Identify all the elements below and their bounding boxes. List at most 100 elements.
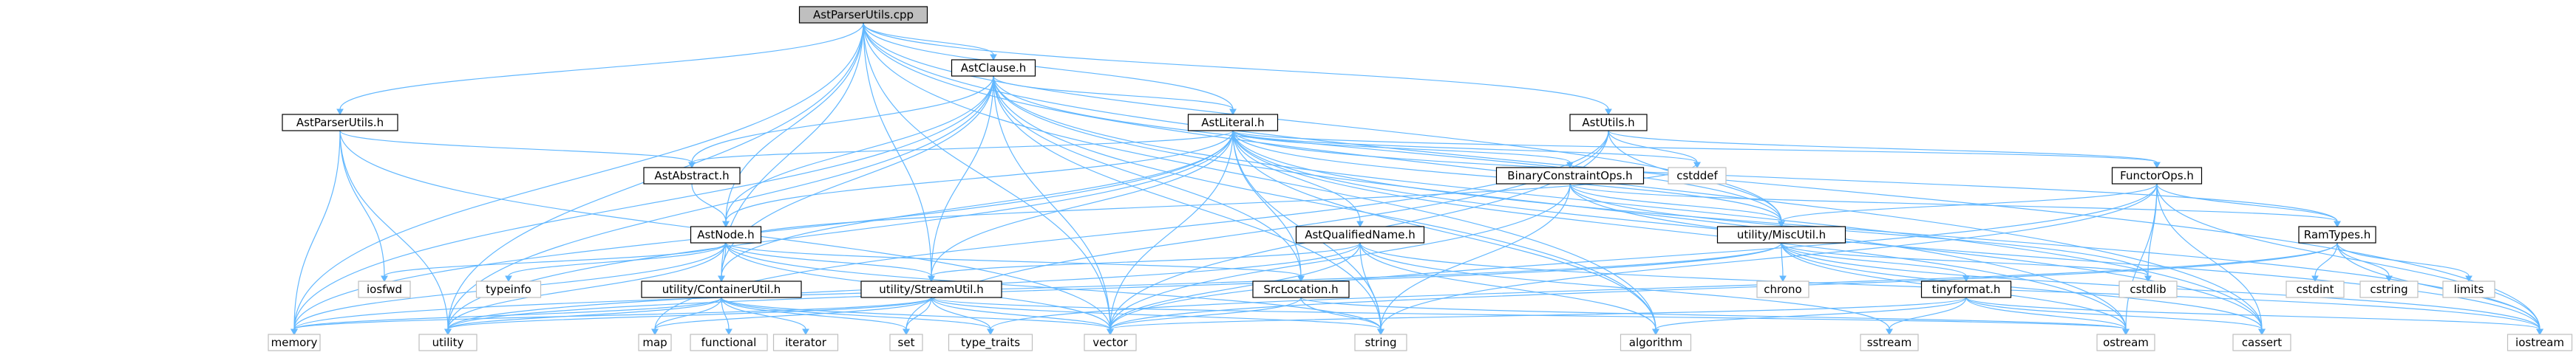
edge-functorops-h-to-utility-miscutil-h [1778, 183, 2158, 228]
edge-utility-miscutil-h-to-chrono [1779, 242, 1787, 283]
edge-astliteral-h-to-astabstract-h [688, 130, 1234, 169]
node-label: AstAbstract.h [654, 169, 729, 182]
node-label: RamTypes.h [2304, 228, 2371, 241]
edge-astparserutils-cpp-to-astclause-h [863, 22, 997, 61]
node-label: AstClause.h [961, 61, 1027, 75]
node-astabstract-h[interactable]: AstAbstract.h [643, 167, 741, 185]
node-label: utility/MiscUtil.h [1737, 228, 1826, 241]
edge-srclocation-h-to-string [1300, 297, 1384, 336]
node-label: tinyformat.h [1932, 283, 2001, 296]
node-box [2118, 280, 2178, 298]
edge-astparserutils-cpp-to-astnode-h [722, 22, 864, 228]
node-box [1716, 226, 1846, 244]
node-box [1084, 334, 1137, 351]
edge-tinyformat-h-to-algorithm [1652, 297, 1967, 336]
node-box [772, 334, 839, 351]
node-box [1295, 226, 1425, 244]
node-tinyformat-h[interactable]: tinyformat.h [1920, 280, 2012, 298]
node-iterator: iterator [772, 334, 839, 351]
node-label: cstdint [2296, 283, 2334, 296]
node-box [1252, 280, 1350, 298]
node-box [2442, 280, 2495, 298]
node-typeinfo: typeinfo [475, 280, 542, 298]
edge-astnode-h-to-utility-containerutil-h [718, 242, 727, 283]
node-astparserutils-h[interactable]: AstParserUtils.h [282, 114, 398, 131]
node-memory: memory [268, 334, 321, 351]
node-box [643, 167, 741, 185]
node-label: utility/StreamUtil.h [879, 283, 983, 296]
node-astnode-h[interactable]: AstNode.h [690, 226, 762, 244]
node-box [1668, 167, 1727, 185]
node-label: vector [1092, 336, 1128, 349]
edge-tinyformat-h-to-iostream [1965, 297, 2543, 336]
node-box [641, 280, 802, 298]
edge-utility-streamutil-h-to-utility [444, 297, 932, 336]
node-label: type_traits [961, 336, 1020, 350]
edge-astliteral-h-to-srclocation-h [1232, 130, 1305, 283]
node-label: SrcLocation.h [1263, 283, 1338, 296]
node-label: string [1365, 336, 1396, 349]
node-label: AstUtils.h [1582, 116, 1634, 129]
node-cstdint: cstdint [2286, 280, 2345, 298]
node-functional: functional [690, 334, 768, 351]
edge-astclause-h-to-astabstract-h [688, 75, 994, 169]
edge-astnode-h-to-srclocation-h [725, 242, 1305, 283]
node-label: sstream [1867, 336, 1911, 349]
node-label: AstParserUtils.h [296, 116, 384, 129]
node-box [2232, 334, 2291, 351]
node-box [951, 59, 1036, 77]
node-utility-containerutil-h[interactable]: utility/ContainerUtil.h [641, 280, 802, 298]
node-label: utility [432, 336, 464, 349]
node-map: map [638, 334, 672, 351]
node-astqualifiedname-h[interactable]: AstQualifiedName.h [1295, 226, 1425, 244]
node-label: BinaryConstraintOps.h [1507, 169, 1632, 182]
node-box [638, 334, 672, 351]
node-box [889, 334, 923, 351]
node-astliteral-h[interactable]: AstLiteral.h [1187, 114, 1279, 131]
node-box [2298, 226, 2376, 244]
node-label: AstQualifiedName.h [1305, 228, 1416, 241]
node-astutils-h[interactable]: AstUtils.h [1569, 114, 1648, 131]
edge-astutils-h-to-cstddef [1608, 130, 1701, 169]
node-label: cassert [2242, 336, 2282, 349]
edge-astnode-h-to-iosfwd [381, 242, 727, 283]
node-binaryconstraintops-h[interactable]: BinaryConstraintOps.h [1495, 167, 1645, 185]
edge-ramtypes-h-to-cstdint [2311, 242, 2338, 283]
node-astparserutils-cpp[interactable]: AstParserUtils.cpp [798, 6, 928, 24]
node-srclocation-h[interactable]: SrcLocation.h [1252, 280, 1350, 298]
edge-utility-streamutil-h-to-type-traits [931, 297, 994, 336]
node-label: algorithm [1629, 336, 1682, 349]
edge-astparserutils-h-to-memory [290, 130, 341, 336]
node-iostream: iostream [2507, 334, 2573, 351]
node-cstdlib: cstdlib [2118, 280, 2178, 298]
node-astclause-h[interactable]: AstClause.h [951, 59, 1036, 77]
edge-tinyformat-h-to-sstream [1886, 297, 1967, 336]
node-ramtypes-h[interactable]: RamTypes.h [2298, 226, 2376, 244]
edge-astliteral-h-to-memory [290, 130, 1234, 336]
node-label: limits [2454, 283, 2484, 296]
edge-utility-streamutil-h-to-set [903, 297, 932, 336]
node-functorops-h[interactable]: FunctorOps.h [2111, 167, 2203, 185]
node-box [860, 280, 1002, 298]
node-box [1756, 280, 1809, 298]
node-box [475, 280, 542, 298]
node-vector: vector [1084, 334, 1137, 351]
node-box [1187, 114, 1279, 131]
node-label: set [898, 336, 915, 349]
edge-astqualifiedname-h-to-algorithm [1359, 242, 1659, 336]
node-label: cstddef [1676, 169, 1718, 182]
edge-functorops-h-to-ramtypes-h [2156, 183, 2341, 228]
node-box [798, 6, 928, 24]
node-label: iostream [2515, 336, 2564, 349]
edge-astparserutils-cpp-to-astutils-h [863, 22, 1612, 116]
node-utility-streamutil-h[interactable]: utility/StreamUtil.h [860, 280, 1002, 298]
edges-layer [290, 22, 2543, 336]
node-cassert: cassert [2232, 334, 2291, 351]
node-utility-miscutil-h[interactable]: utility/MiscUtil.h [1716, 226, 1846, 244]
edge-astclause-h-to-astliteral-h [993, 75, 1237, 116]
edge-utility-miscutil-h-to-tinyformat-h [1781, 242, 1970, 283]
edge-astnode-h-to-typeinfo [505, 242, 727, 283]
node-sstream: sstream [1860, 334, 1919, 351]
node-box [1860, 334, 1919, 351]
node-label: FunctorOps.h [2120, 169, 2194, 182]
